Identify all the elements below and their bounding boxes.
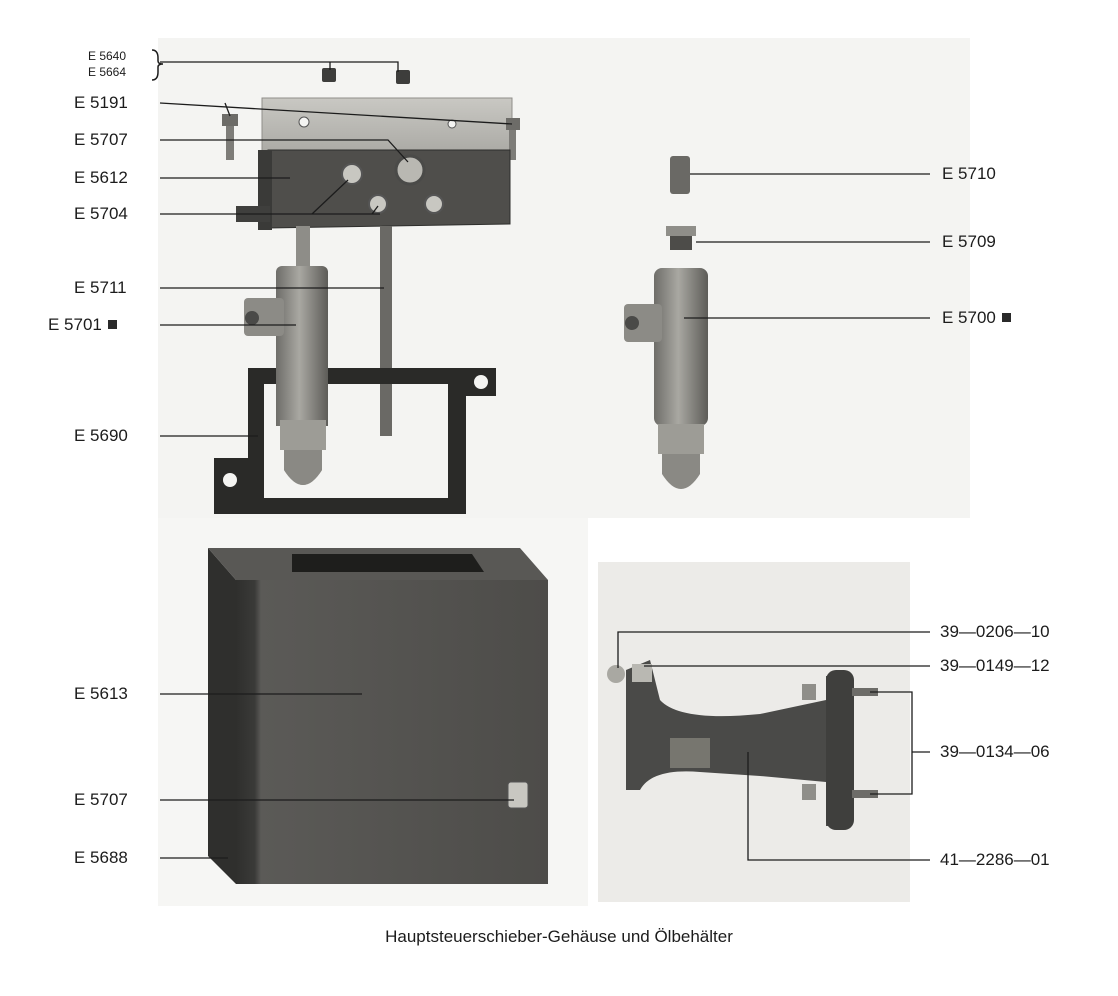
label-e5640: E 5640 bbox=[88, 49, 127, 63]
fitting-3 bbox=[368, 194, 388, 214]
valve-left-body-lower bbox=[276, 368, 328, 426]
label-brace bbox=[151, 49, 164, 81]
label-e5704: E 5704 bbox=[74, 204, 128, 223]
gasket-hole-left bbox=[223, 473, 237, 487]
sleeve bbox=[670, 156, 690, 194]
label-e5701: E 5701 bbox=[48, 315, 117, 335]
tank-side bbox=[208, 548, 236, 884]
leader-e5191 bbox=[159, 102, 513, 125]
leader-e5704-b bbox=[371, 205, 379, 215]
valve-left-port-hole bbox=[245, 311, 259, 325]
tank-fitting bbox=[507, 781, 529, 809]
bracket-stud-lower bbox=[852, 790, 878, 798]
marker-square-icon bbox=[107, 320, 117, 329]
leader-e5707a bbox=[160, 139, 409, 163]
screw-right bbox=[506, 118, 520, 130]
label-41-2286-01: 41—2286—01 bbox=[940, 850, 1050, 869]
label-39-0149-12: 39—0149—12 bbox=[940, 656, 1050, 675]
bracket-nut-lower bbox=[802, 784, 816, 800]
valve-right-side-port bbox=[624, 304, 662, 342]
label-e5700-text: E 5700 bbox=[942, 308, 996, 327]
leader-lines bbox=[159, 61, 930, 861]
label-39-0134-06: 39—0134—06 bbox=[940, 742, 1050, 761]
nipple-left bbox=[322, 68, 336, 82]
fitting-4 bbox=[424, 194, 444, 214]
valve-left-side-port bbox=[244, 298, 284, 336]
rod bbox=[380, 226, 392, 436]
label-e5612: E 5612 bbox=[74, 168, 128, 187]
bracket-stud-upper bbox=[852, 688, 878, 696]
valve-right-cap bbox=[662, 454, 700, 489]
label-e5707-bottom: E 5707 bbox=[74, 790, 128, 809]
label-e5707-top: E 5707 bbox=[74, 130, 128, 149]
valve-left-cap-front bbox=[284, 450, 322, 485]
screw-left-shaft bbox=[226, 126, 234, 160]
label-e5709: E 5709 bbox=[942, 232, 996, 251]
tank-front bbox=[236, 580, 548, 884]
leader-p39020610 bbox=[617, 631, 930, 668]
leader-e5704-a bbox=[311, 179, 349, 215]
screw-left bbox=[222, 114, 238, 126]
label-e5701-text: E 5701 bbox=[48, 315, 102, 334]
marker-square-icon bbox=[1001, 313, 1011, 322]
tank-opening bbox=[292, 554, 484, 572]
bracket-nut bbox=[632, 664, 652, 682]
top-plate-hole-left bbox=[298, 116, 310, 128]
valve-left-nut-front bbox=[280, 420, 326, 450]
label-e5613: E 5613 bbox=[74, 684, 128, 703]
figure-caption: Hauptsteuerschieber-Gehäuse und Ölbehält… bbox=[385, 927, 733, 946]
valve-right-port-hole bbox=[625, 316, 639, 330]
fitting-2 bbox=[394, 154, 426, 186]
valve-right-body bbox=[654, 268, 708, 426]
label-e5664: E 5664 bbox=[88, 65, 127, 79]
bracket-flange bbox=[826, 670, 854, 830]
leader-e5191-left bbox=[224, 102, 231, 117]
housing-block bbox=[267, 149, 511, 229]
gasket-hole-right bbox=[474, 375, 488, 389]
leader-p39013406 bbox=[870, 691, 930, 795]
bracket-bolt-head bbox=[607, 665, 625, 683]
bracket-pad bbox=[670, 738, 710, 768]
bracket-body bbox=[626, 660, 852, 826]
leader-p41228601 bbox=[747, 752, 930, 861]
screw-right-shaft bbox=[509, 130, 516, 160]
nipple-right bbox=[396, 70, 410, 84]
label-e5711: E 5711 bbox=[74, 278, 127, 297]
bracket-nut-upper bbox=[802, 684, 816, 700]
leader-e5640 bbox=[160, 61, 399, 72]
plug-collar bbox=[666, 226, 696, 236]
label-e5191: E 5191 bbox=[74, 93, 128, 112]
label-e5710: E 5710 bbox=[942, 164, 996, 183]
label-e5700: E 5700 bbox=[942, 308, 1011, 328]
plug-body bbox=[670, 236, 692, 250]
label-39-0206-10: 39—0206—10 bbox=[940, 622, 1050, 641]
valve-right-nut bbox=[658, 424, 704, 454]
label-e5688: E 5688 bbox=[74, 848, 128, 867]
fitting-1 bbox=[341, 163, 363, 185]
gasket bbox=[214, 368, 496, 514]
label-e5690: E 5690 bbox=[74, 426, 128, 445]
valve-left-stem bbox=[296, 226, 310, 266]
